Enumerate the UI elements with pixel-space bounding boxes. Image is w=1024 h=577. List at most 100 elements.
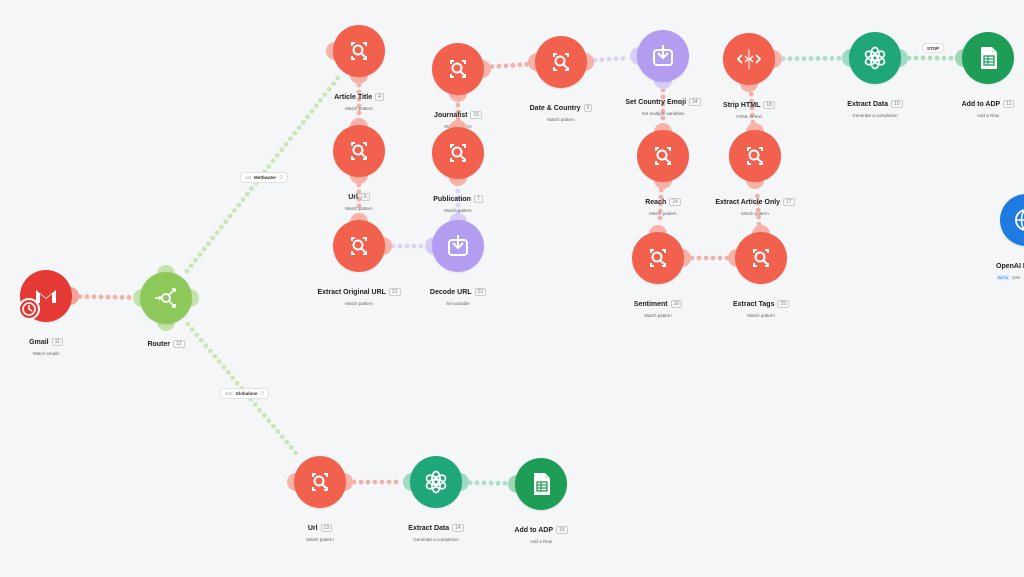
connector-handle[interactable]	[383, 237, 392, 255]
set-variable-icon	[648, 41, 678, 71]
connector-handle[interactable]	[899, 49, 908, 67]
connector-handle[interactable]	[654, 123, 672, 132]
connector-handle[interactable]	[728, 249, 737, 267]
link-dot	[203, 343, 209, 348]
link-extract_original_url-to-decode_url[interactable]	[390, 243, 424, 249]
connector-handle[interactable]	[157, 265, 175, 274]
filter-funnel-icon: ▽	[279, 174, 284, 181]
link-dot	[948, 55, 954, 61]
link-dot	[126, 295, 132, 300]
link-date_country-to-set_country_emoji[interactable]	[592, 56, 626, 63]
connector-handle[interactable]	[460, 473, 469, 491]
connector-handle[interactable]	[344, 473, 353, 491]
connector-handle[interactable]	[449, 177, 467, 186]
connector-handle[interactable]	[287, 473, 296, 491]
connector-handle[interactable]	[425, 237, 434, 255]
match-pattern-module-icon[interactable]	[432, 43, 484, 95]
connector-handle[interactable]	[528, 53, 537, 71]
link-gmail-to-router[interactable]	[77, 294, 132, 300]
connector-handle[interactable]	[955, 49, 964, 67]
module-name: Decode URL	[429, 289, 472, 296]
module-id-badge: 11	[1003, 100, 1015, 108]
link-dot	[657, 215, 663, 221]
connector-handle[interactable]	[449, 93, 467, 102]
connector-handle[interactable]	[350, 75, 368, 84]
connector-handle[interactable]	[654, 80, 672, 89]
openai-module-icon[interactable]	[849, 32, 901, 84]
connector-handle[interactable]	[350, 213, 368, 222]
connector-handle[interactable]	[326, 42, 335, 60]
match-pattern-module-icon[interactable]	[729, 130, 781, 182]
sheets-module-icon[interactable]	[962, 32, 1014, 84]
connector-handle[interactable]	[449, 213, 467, 222]
link-extract_data_top-to-add_to_adp_top[interactable]	[906, 55, 954, 61]
link-dot	[397, 243, 403, 249]
connector-handle[interactable]	[585, 53, 594, 71]
set-variable-module-icon[interactable]	[432, 220, 484, 272]
connector-handle[interactable]	[773, 50, 782, 68]
connector-handle[interactable]	[842, 49, 851, 67]
link-dot	[418, 243, 424, 249]
match-pattern-module-icon[interactable]	[735, 232, 787, 284]
link-dot	[815, 56, 821, 61]
connector-handle[interactable]	[350, 118, 368, 127]
match-pattern-module-icon[interactable]	[432, 127, 484, 179]
link-dot	[206, 241, 211, 247]
connector-handle[interactable]	[133, 289, 142, 307]
module-name: Extract Tags	[732, 301, 775, 308]
connector-handle[interactable]	[157, 322, 175, 331]
connector-handle[interactable]	[649, 225, 667, 234]
link-journalist-to-date_country[interactable]	[489, 61, 530, 70]
link-router-to-article_title[interactable]	[184, 75, 341, 274]
match-pattern-module-icon[interactable]	[632, 232, 684, 284]
link-url_bottom-to-extract_data_bottom[interactable]	[351, 479, 399, 485]
link-dot	[455, 195, 461, 201]
html-module-icon[interactable]	[723, 33, 775, 85]
link-extract_data_bottom-to-add_to_adp_bottom[interactable]	[467, 480, 508, 486]
connector-handle[interactable]	[482, 60, 491, 78]
route-filter-2[interactable]: 2nd Globalone ▽	[220, 388, 270, 399]
link-dot	[225, 370, 231, 375]
connector-handle[interactable]	[740, 83, 758, 92]
link-url_top-to-extract_original_url[interactable]	[356, 182, 362, 209]
connector-handle[interactable]	[508, 475, 517, 493]
set-variable-module-icon[interactable]	[637, 30, 689, 82]
connector-handle[interactable]	[746, 123, 764, 132]
link-strip_html-to-extract_data_top[interactable]	[780, 55, 842, 62]
link-sentiment-to-extract_tags[interactable]	[689, 255, 730, 261]
link-dot	[283, 141, 289, 147]
connector-handle[interactable]	[654, 180, 672, 189]
module-name: Url	[307, 525, 318, 532]
match-pattern-module-icon[interactable]	[333, 25, 385, 77]
link-dot	[240, 197, 246, 202]
connector-handle[interactable]	[190, 289, 199, 307]
connector-handle[interactable]	[70, 287, 79, 305]
connector-handle[interactable]	[752, 225, 770, 234]
match-pattern-module-icon[interactable]	[637, 130, 689, 182]
connector-handle[interactable]	[449, 120, 467, 129]
connector-handle[interactable]	[630, 47, 639, 65]
connector-handle[interactable]	[746, 180, 764, 189]
module-id-badge: 12	[173, 340, 185, 348]
link-dot	[184, 268, 190, 274]
match-pattern-module-icon[interactable]	[333, 125, 385, 177]
stop-filter-badge[interactable]: STOP	[922, 43, 945, 53]
link-dot	[801, 56, 807, 61]
link-decode_url-to-publication[interactable]	[455, 188, 461, 215]
match-pattern-module-icon[interactable]	[535, 36, 587, 88]
link-dot	[386, 479, 392, 485]
match-pattern-module-icon[interactable]	[294, 456, 346, 508]
sheets-module-icon[interactable]	[515, 458, 567, 510]
link-extract_tags-to-extract_article_only[interactable]	[755, 193, 762, 227]
module-action: Add a Row	[529, 539, 552, 544]
openai-module-icon[interactable]	[410, 456, 462, 508]
schedule-clock-icon[interactable]	[18, 298, 40, 320]
connector-handle[interactable]	[682, 249, 691, 267]
router-module-icon[interactable]	[140, 272, 192, 324]
route-filter-1[interactable]: 1st Methwater ▽	[240, 172, 289, 183]
connector-handle[interactable]	[403, 473, 412, 491]
match-pattern-module-icon[interactable]	[333, 220, 385, 272]
connector-handle[interactable]	[350, 175, 368, 184]
